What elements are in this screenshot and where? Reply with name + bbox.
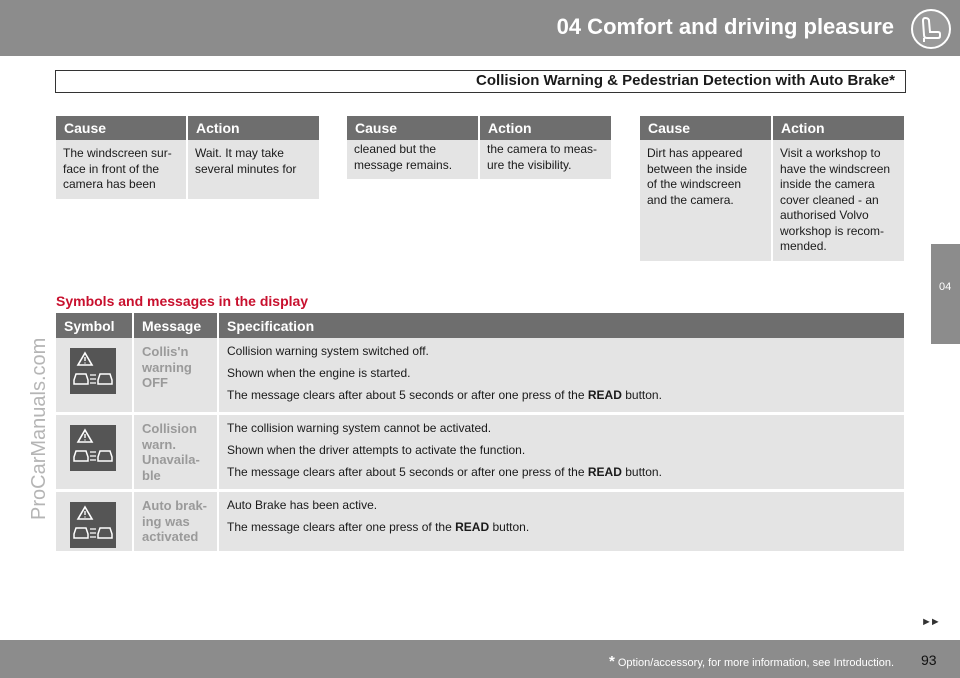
specification-line: Shown when the driver attempts to activa…	[227, 443, 526, 457]
chapter-title: 04 Comfort and driving pleasure	[556, 14, 894, 39]
page-number: 93	[921, 652, 937, 668]
chapter-tab[interactable]: 04	[931, 244, 960, 344]
specification-line: The message clears after about 5 seconds…	[227, 465, 662, 479]
cause-header: Cause	[56, 116, 188, 140]
specification-header: Specification	[218, 313, 904, 338]
cause-action-table-1: Cause Action The windscreen sur-face in …	[56, 116, 319, 199]
symbol-header: Symbol	[56, 313, 134, 338]
specification-line: Collision warning system switched off.	[227, 344, 429, 358]
read-button-label: READ	[587, 388, 622, 402]
chapter-tab-label: 04	[939, 281, 952, 293]
watermark: ProCarManuals.com	[28, 337, 50, 520]
footnote: * Option/accessory, for more information…	[609, 653, 894, 670]
section-title: Collision Warning & Pedestrian Detection…	[476, 72, 895, 89]
specification-cell: Collision warning system switched off. Sh…	[218, 338, 904, 415]
action-header: Action	[479, 116, 611, 140]
action-header: Action	[187, 116, 319, 140]
collision-warning-icon	[70, 425, 116, 471]
read-button-label: READ	[587, 465, 622, 479]
double-chevron-right-icon[interactable]: ►►	[921, 616, 941, 628]
page-header: 04 Comfort and driving pleasure	[0, 0, 960, 56]
specification-line: The message clears after about 5 seconds…	[227, 388, 662, 402]
collision-warning-icon	[70, 348, 116, 394]
specification-line: Auto Brake has been active.	[227, 498, 378, 512]
read-button-label: READ	[455, 520, 490, 534]
specification-line: The message clears after one press of th…	[227, 520, 530, 534]
specification-cell: Auto Brake has been active. The message c…	[218, 490, 904, 554]
footnote-asterisk: *	[608, 653, 615, 670]
symbol-cell	[56, 338, 134, 415]
page-footer: * Option/accessory, for more information…	[0, 640, 960, 678]
specification-line: The collision warning system cannot be a…	[227, 421, 492, 435]
collision-warning-icon	[70, 502, 116, 548]
action-cell: the camera to meas-ure the visibility.	[479, 140, 611, 179]
symbols-heading: Symbols and messages in the display	[56, 293, 309, 309]
specification-cell: The collision warning system cannot be a…	[218, 413, 904, 492]
footnote-text: Option/accessory, for more information, …	[614, 657, 894, 669]
symbol-cell	[56, 413, 134, 492]
action-header: Action	[772, 116, 904, 140]
message-header: Message	[133, 313, 219, 338]
cause-header: Cause	[347, 116, 480, 140]
section-title-bar: Collision Warning & Pedestrian Detection…	[55, 70, 906, 93]
specification-line: Shown when the engine is started.	[227, 366, 411, 380]
cause-header: Cause	[640, 116, 773, 140]
symbol-cell	[56, 490, 134, 554]
seat-icon	[911, 9, 951, 49]
